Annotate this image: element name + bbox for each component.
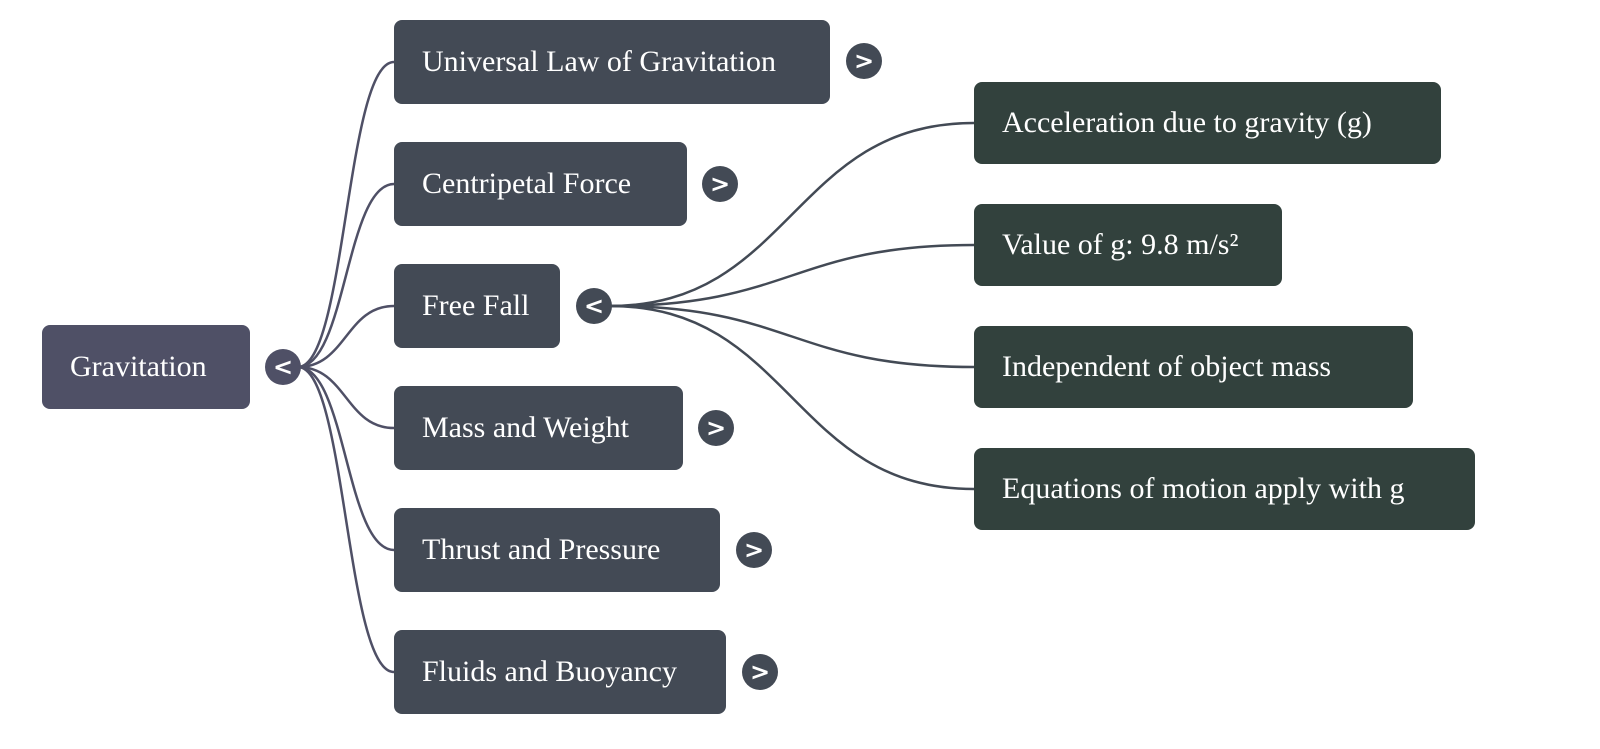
link-root-to-child-3: [297, 365, 395, 430]
node-label: Universal Law of Gravitation: [422, 45, 777, 78]
node-label: Free Fall: [422, 289, 530, 322]
link-root-to-child-4: [297, 365, 395, 552]
root-node-gravitation[interactable]: Gravitation: [42, 325, 250, 409]
root-node-label: Gravitation: [70, 350, 207, 383]
node-label: Centripetal Force: [422, 167, 632, 200]
link-root-to-child-0: [297, 60, 395, 369]
node-label: Thrust and Pressure: [422, 533, 661, 566]
link-root-to-child-5: [297, 365, 395, 674]
node-fluids-and-buoyancy[interactable]: Fluids and Buoyancy: [394, 630, 726, 714]
expand-toggle-thrust-and-pressure[interactable]: >: [736, 532, 772, 568]
collapse-toggle-free-fall[interactable]: <: [576, 288, 612, 324]
node-mass-and-weight[interactable]: Mass and Weight: [394, 386, 683, 470]
expand-toggle-fluids-and-buoyancy[interactable]: >: [742, 654, 778, 690]
node-centripetal-force[interactable]: Centripetal Force: [394, 142, 687, 226]
node-universal-law-of-gravitation[interactable]: Universal Law of Gravitation: [394, 20, 830, 104]
node-free-fall[interactable]: Free Fall: [394, 264, 560, 348]
node-equations-of-motion[interactable]: Equations of motion apply with g: [974, 448, 1475, 530]
node-thrust-and-pressure[interactable]: Thrust and Pressure: [394, 508, 720, 592]
link-free-fall-to-child-2: [609, 304, 975, 369]
node-independent-of-object-mass[interactable]: Independent of object mass: [974, 326, 1413, 408]
link-root-to-child-2: [297, 304, 395, 369]
root-collapse-toggle[interactable]: <: [265, 349, 301, 385]
node-label: Value of g: 9.8 m/s²: [1002, 228, 1239, 261]
expand-toggle-mass-and-weight[interactable]: >: [698, 410, 734, 446]
node-label: Mass and Weight: [422, 411, 630, 444]
node-label: Acceleration due to gravity (g): [1002, 106, 1372, 139]
expand-toggle-centripetal-force[interactable]: >: [702, 166, 738, 202]
link-root-to-child-1: [297, 182, 395, 369]
node-label: Independent of object mass: [1002, 350, 1332, 383]
node-label: Fluids and Buoyancy: [422, 655, 677, 688]
node-value-of-g[interactable]: Value of g: 9.8 m/s²: [974, 204, 1282, 286]
node-label: Equations of motion apply with g: [1002, 472, 1405, 505]
expand-toggle-universal-law[interactable]: >: [846, 43, 882, 79]
node-acceleration-due-to-gravity[interactable]: Acceleration due to gravity (g): [974, 82, 1441, 164]
link-free-fall-to-child-1: [609, 243, 975, 308]
